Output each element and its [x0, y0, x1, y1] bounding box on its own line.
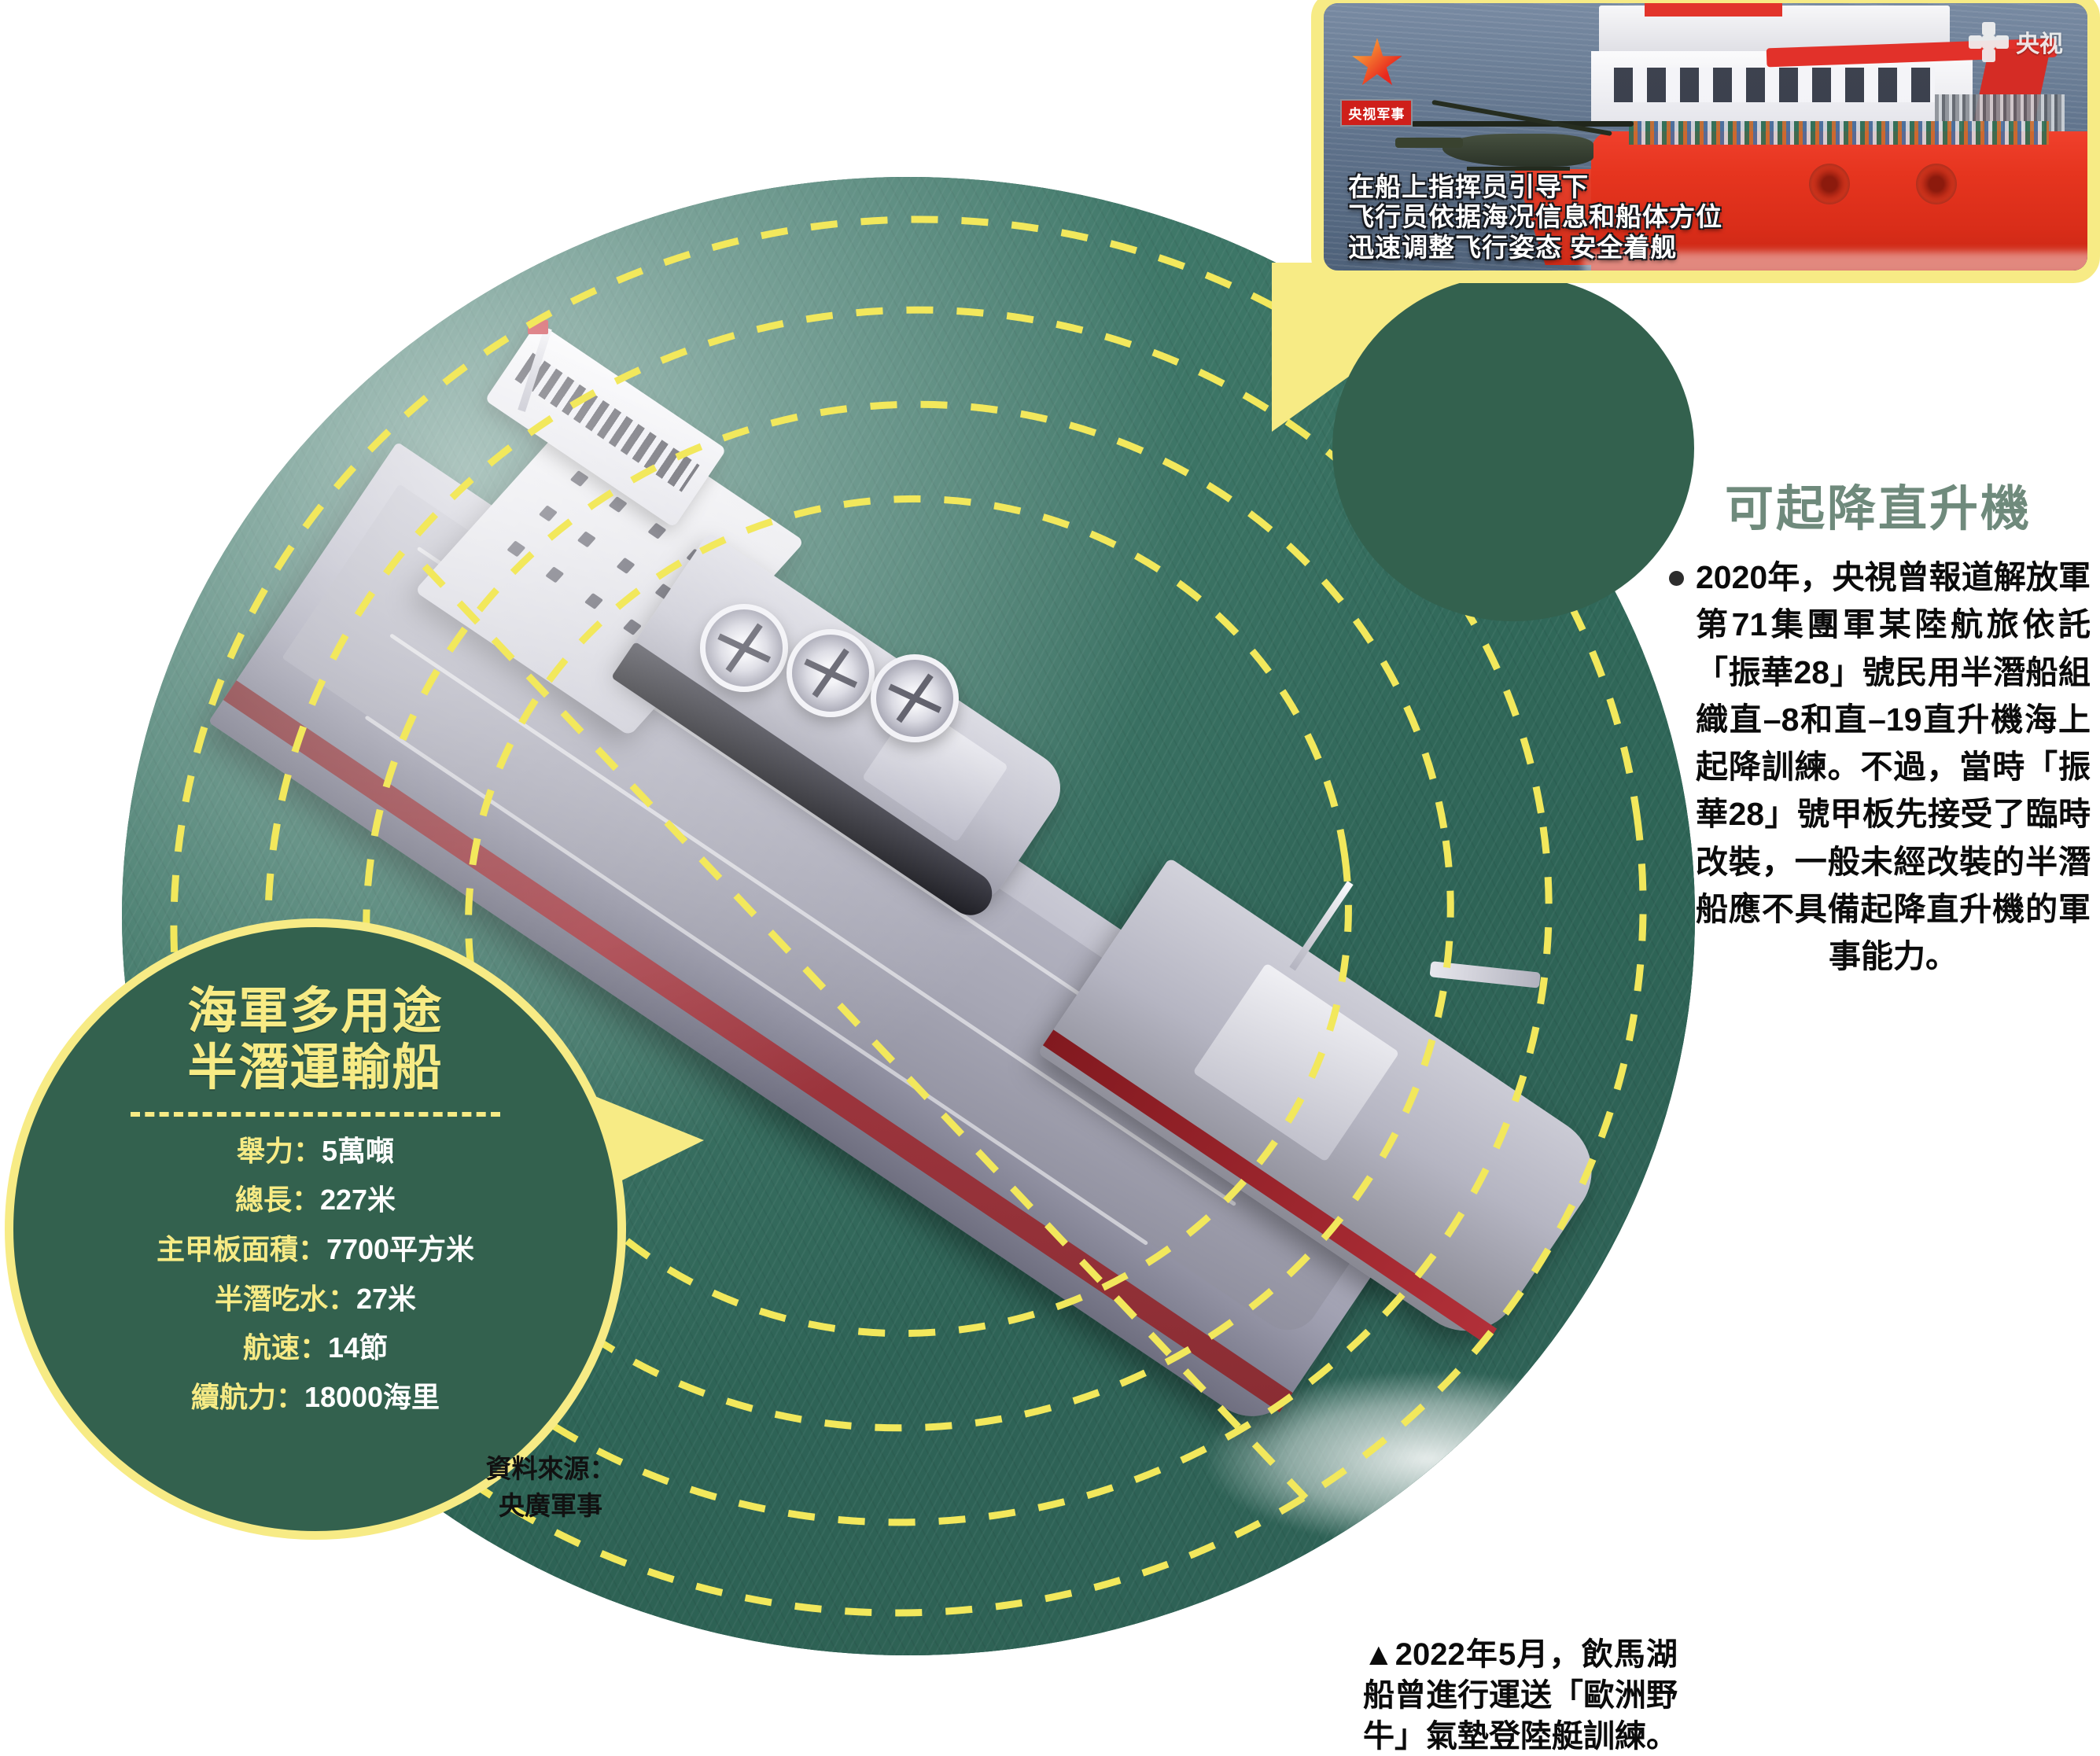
- helicopter-landing-skid: [1466, 167, 1571, 171]
- spec-row: 航速：14節: [45, 1323, 586, 1373]
- spec-row: 總長：227米: [45, 1176, 586, 1225]
- photo-caption-line-2: 飞行员依据海况信息和船体方位: [1348, 202, 1723, 232]
- spec-title-line-2: 半潛運輸船: [187, 1040, 444, 1095]
- escort-superstructure: [1192, 963, 1400, 1162]
- source-label: 資料來源：: [485, 1454, 616, 1483]
- cctv-flower-icon: [1968, 21, 2009, 62]
- photo-overlay-caption: 在船上指挥员引导下 飞行员依据海况信息和船体方位 迅速调整飞行姿态 安全着舰: [1348, 172, 1722, 263]
- spec-key: 舉力：: [236, 1134, 322, 1167]
- spec-row: 主甲板面積：7700平方米: [45, 1225, 586, 1275]
- deckhouse-red-cap: [1644, 3, 1782, 17]
- bottom-photo-caption: ▲2022年5月，飲馬湖船曾進行運送「歐洲野牛」氣墊登陸艇訓練。: [1363, 1637, 1678, 1754]
- helicopter-fuselage: [1442, 134, 1594, 168]
- spec-value: 18000海里: [304, 1380, 440, 1413]
- photo-caption-line-1: 在船上指挥员引导下: [1348, 172, 1590, 202]
- spec-key: 航速：: [242, 1331, 328, 1364]
- helicopter-landing-photo-card: 央视军事 央视 在船上指挥员引导下 飞行员依据海况信息和船体方位 迅速调整飞行姿…: [1311, 0, 2100, 283]
- spec-title-line-1: 海軍多用途: [187, 984, 444, 1039]
- spec-list: 舉力：5萬噸 總長：227米 主甲板面積：7700平方米 半潛吃水：27米 航速…: [45, 1127, 586, 1423]
- spec-divider: [131, 1111, 500, 1117]
- spec-value: 7700平方米: [326, 1232, 475, 1265]
- right-panel-title: 可起降直升機: [1724, 482, 2032, 536]
- right-panel-body: 2020年，央視曾報道解放軍第71集團軍某陸航旅依託「振華28」號民用半潛船組織…: [1666, 554, 2091, 980]
- spec-row: 半潛吃水：27米: [45, 1275, 586, 1324]
- spec-value: 27米: [356, 1282, 417, 1315]
- spec-value: 227米: [319, 1184, 396, 1217]
- spec-row: 續航力：18000海里: [45, 1373, 586, 1423]
- lcac-propeller-fan: [787, 629, 875, 717]
- spec-key: 半潛吃水：: [214, 1282, 356, 1315]
- spec-row: 舉力：5萬噸: [45, 1127, 586, 1176]
- helicopter-main-rotor: [1411, 121, 1634, 127]
- spec-value: 14節: [327, 1331, 389, 1364]
- hawse-pipe: [1915, 164, 1957, 204]
- cctv-watermark: 央视: [1968, 21, 2063, 62]
- spec-key: 總長：: [234, 1184, 320, 1217]
- bullet-icon: [1669, 571, 1684, 586]
- source-value: 央廣軍事: [499, 1490, 602, 1520]
- right-panel-body-text: 2020年，央視曾報道解放軍第71集團軍某陸航旅依託「振華28」號民用半潛船組織…: [1696, 559, 2091, 975]
- photo-card-pointer-mask: [1332, 275, 1694, 621]
- spec-key: 主甲板面積：: [156, 1232, 326, 1265]
- lcac-propeller-fan: [871, 654, 959, 742]
- photo-caption-line-3: 迅速调整飞行姿态 安全着舰: [1348, 232, 1678, 262]
- cctv-military-badge: 央视军事: [1340, 99, 1413, 127]
- spec-circle: 海軍多用途 半潛運輸船 舉力：5萬噸 總長：227米 主甲板面積：7700平方米…: [5, 918, 626, 1540]
- helicopter: [1394, 99, 1634, 179]
- helicopter-tail-boom: [1394, 138, 1463, 148]
- superstructure-windows: [1613, 67, 1935, 102]
- hawse-pipe: [1808, 164, 1850, 204]
- spec-key: 續航力：: [190, 1380, 304, 1413]
- source-note: 資料來源： 央廣軍事: [440, 1451, 661, 1525]
- lcac-propeller-fan: [700, 604, 788, 692]
- cctv-watermark-text: 央视: [2015, 31, 2063, 57]
- spec-title: 海軍多用途 半潛運輸船: [188, 984, 444, 1097]
- deck-personnel-row: [1629, 120, 2050, 145]
- waterline-foam: [1583, 252, 2087, 271]
- ship-flag: [528, 320, 548, 334]
- right-text-panel: 可起降直升機 2020年，央視曾報道解放軍第71集團軍某陸航旅依託「振華28」號…: [1666, 469, 2091, 980]
- spec-value: 5萬噸: [321, 1134, 395, 1167]
